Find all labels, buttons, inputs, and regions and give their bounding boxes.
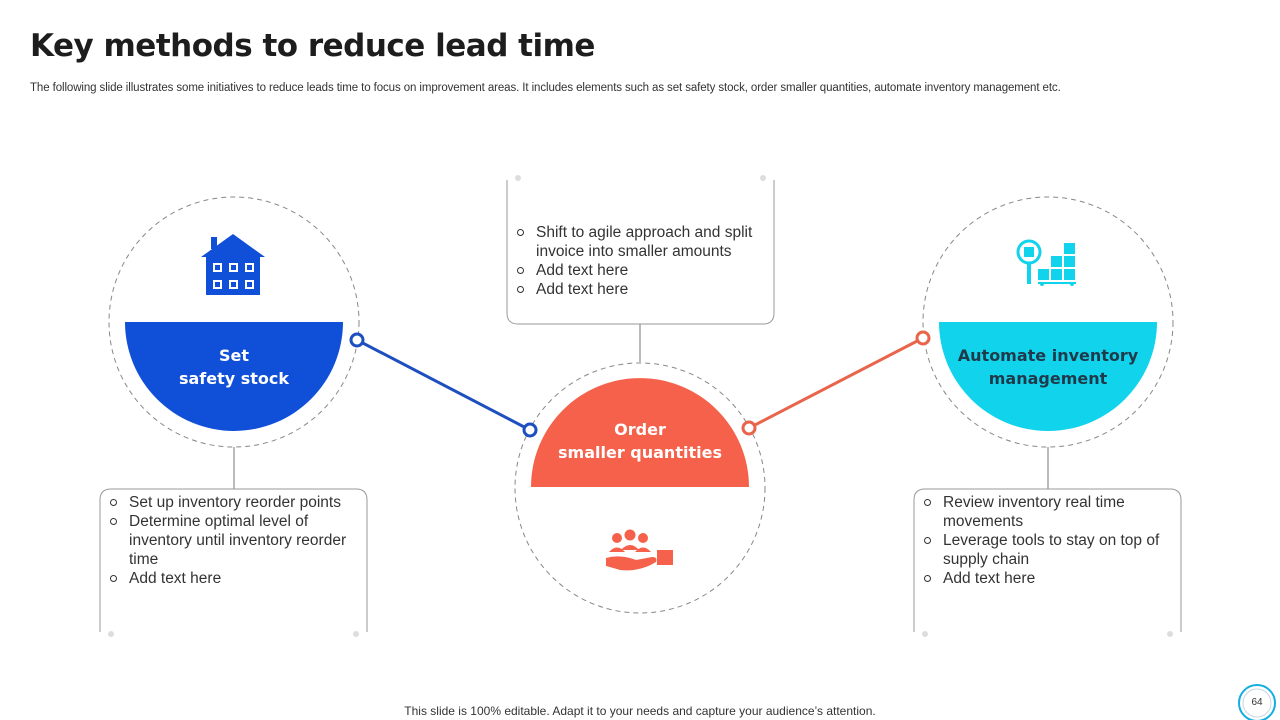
slide-title: Key methods to reduce lead time [30,28,595,64]
heading-center-line-2: smaller quantities [558,443,722,462]
bullet-item: Shift to agile approach and split invoic… [510,223,766,261]
heading-left-line-2: safety stock [178,369,290,388]
text-box-left [99,488,368,637]
bullet-item: Review inventory real time movements [917,493,1173,531]
slide-subtitle: The following slide illustrates some ini… [30,82,1061,94]
page-number-badge [1238,684,1276,720]
bullets-center: Shift to agile approach and split invoic… [510,223,766,299]
method-circle-left [108,196,360,448]
people-on-hand-icon [606,529,673,571]
bullet-item: Add text here [510,261,766,280]
heading-right: Automate inventory management [939,344,1157,390]
heading-right-line-2: management [988,369,1108,388]
bullet-item: Add text here [917,569,1173,588]
text-box-right [913,488,1182,637]
heading-right-line-1: Automate inventory [957,346,1139,365]
heading-left-line-1: Set [218,346,250,365]
page-number: 64 [1251,697,1263,708]
warehouse-icon [201,234,265,295]
text-box-center [506,175,775,325]
heading-left: Set safety stock [125,344,343,390]
connector-dot-right-end [915,330,931,346]
connector-left [356,338,531,432]
connector-dot-left-end [522,422,538,438]
bullet-item: Set up inventory reorder points [103,493,355,512]
bullets-left: Set up inventory reorder points Determin… [103,493,355,588]
inventory-search-icon [1016,239,1076,286]
connector-dot-left-start [349,332,365,348]
connector-dot-right-start [741,420,757,436]
bullet-item: Add text here [510,280,766,299]
heading-center: Order smaller quantities [531,418,749,464]
bullet-item: Leverage tools to stay on top of supply … [917,531,1173,569]
bullet-item: Add text here [103,569,355,588]
method-circle-right [922,196,1174,448]
method-circle-center [514,362,766,614]
footer-note: This slide is 100% editable. Adapt it to… [404,704,876,718]
bullet-item: Determine optimal level of inventory unt… [103,512,355,569]
connector-right [748,336,924,430]
bullets-right: Review inventory real time movements Lev… [917,493,1173,588]
heading-center-line-1: Order [614,420,666,439]
